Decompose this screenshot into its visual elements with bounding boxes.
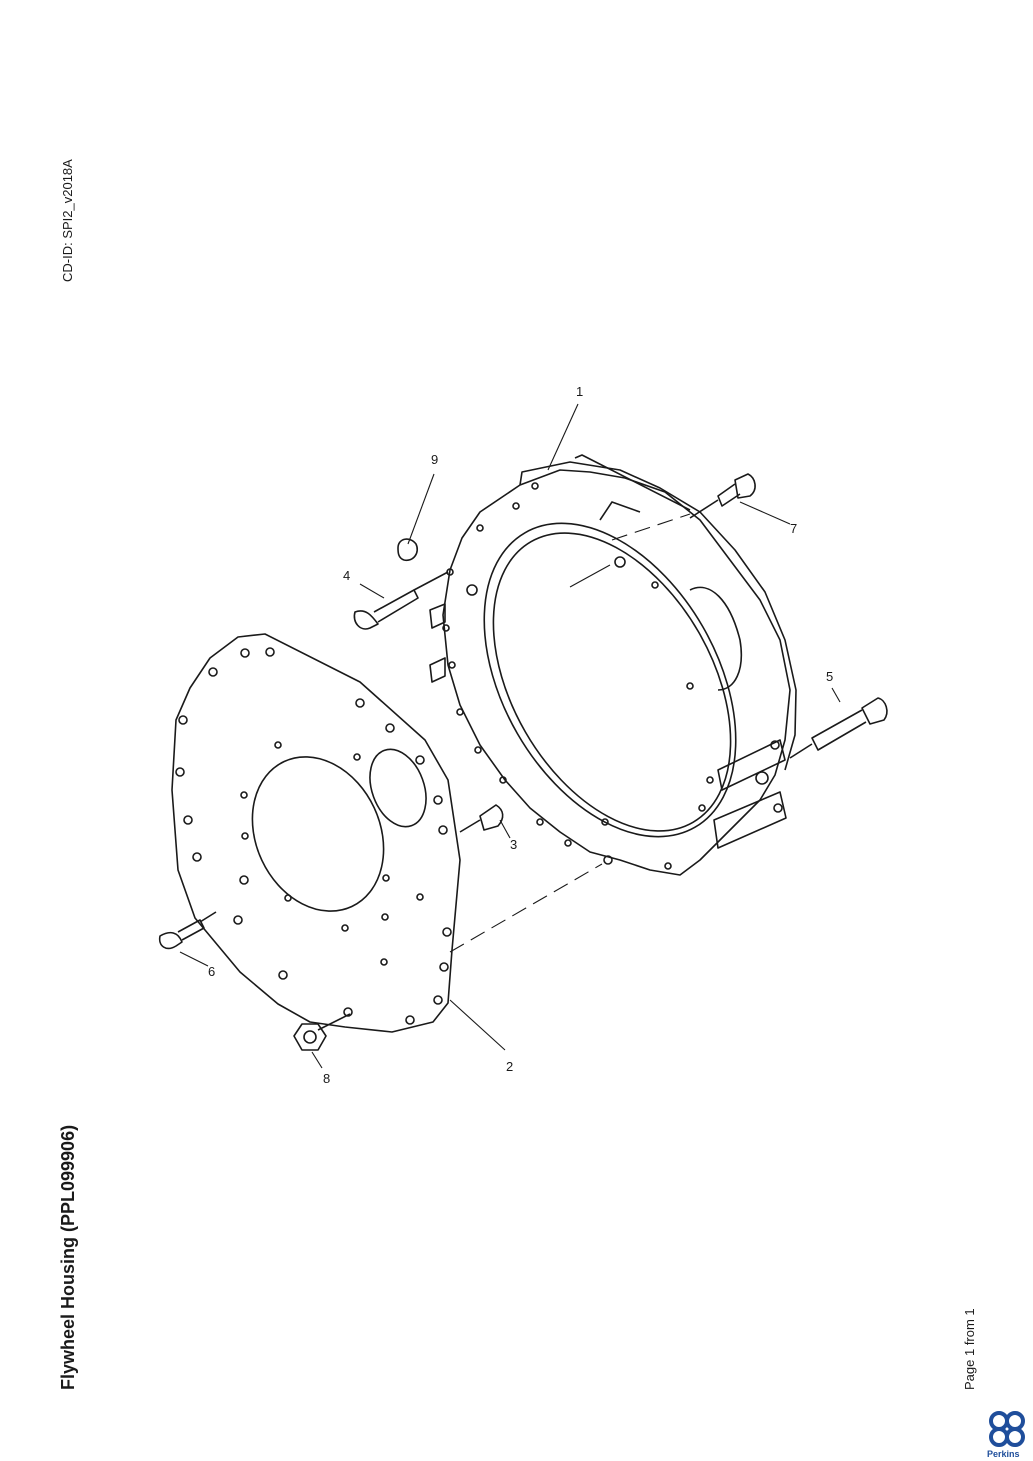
perkins-logo-icon [989,1411,1025,1447]
callout-8: 8 [323,1071,330,1086]
callout-2: 2 [506,1059,513,1074]
flywheel-housing-part [429,454,797,876]
callout-5: 5 [826,669,833,684]
callout-6: 6 [208,964,215,979]
bolt-5-part [789,697,888,759]
plug-9-part [397,538,419,562]
assembly-dashed-lines [449,513,691,953]
callout-leader-lines [179,403,841,1069]
callout-4: 4 [343,568,350,583]
bolt-6-part [158,911,217,950]
perkins-brand-text: Perkins [987,1449,1020,1459]
bolt-7-part [689,473,756,519]
adaptor-plate-part [171,633,461,1033]
callout-labels: 1 2 3 4 5 6 7 8 9 [208,384,833,1086]
callout-9: 9 [431,452,438,467]
callout-7: 7 [790,521,797,536]
callout-1: 1 [576,384,583,399]
nut-8-part [293,1013,351,1051]
bolt-4-part [353,571,449,630]
callout-3: 3 [510,837,517,852]
bolt-3-part [459,804,504,833]
